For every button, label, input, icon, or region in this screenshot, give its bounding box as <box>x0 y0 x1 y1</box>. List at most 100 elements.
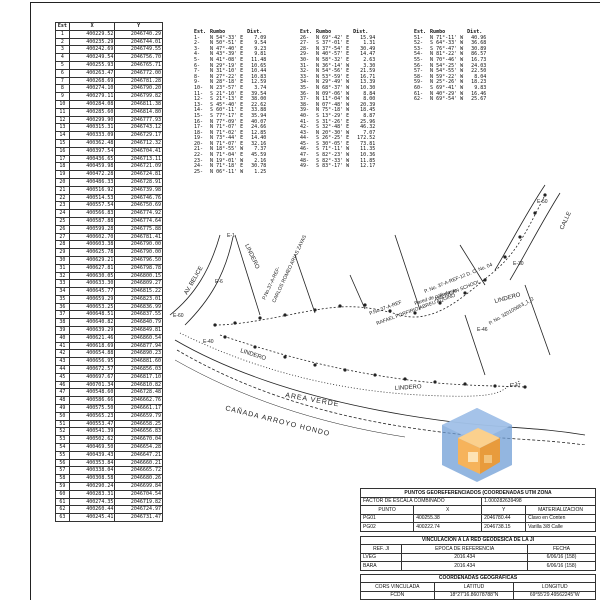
coord-y-cell: 2046740.29 <box>114 29 163 39</box>
coord-x-cell: 400486.33 <box>68 177 116 187</box>
coord-est-cell: 6 <box>55 68 70 78</box>
label-e1: E-1 <box>227 233 235 239</box>
coord-est-cell: 29 <box>55 248 70 257</box>
label-e60: E-60 <box>173 313 184 319</box>
coord-x-cell: 400603.38 <box>68 240 116 250</box>
bearing-est-cell: 54- <box>414 51 424 58</box>
bearing-rumbo-cell: N 47°-40' E <box>210 45 244 52</box>
boundary-point <box>343 368 347 372</box>
coord-y-cell: 2046790.00 <box>114 240 163 250</box>
boundary-point <box>463 291 467 295</box>
coord-x-cell: 400274.35 <box>68 497 116 507</box>
coord-y-cell: 2046814.80 <box>114 107 163 117</box>
coord-y-cell: 2046670.04 <box>114 435 163 445</box>
bearing-dist-cell: 11.48 <box>251 56 267 63</box>
bearing-dist-cell: 13.39 <box>360 79 376 86</box>
label-av-belice: AV. BELICE <box>184 266 205 296</box>
bearing-est-cell: 60- <box>414 84 424 91</box>
lot-line-3 <box>349 274 366 310</box>
coord-est-cell: 59 <box>55 482 70 491</box>
coord-x-cell: 400621.46 <box>68 333 116 343</box>
coord-x-cell: 400565.23 <box>68 411 116 421</box>
coord-est-cell: 17 <box>55 154 70 164</box>
bearing-est-cell: 44- <box>300 135 310 142</box>
bearing-rumbo-cell: N 40°-29' W <box>430 90 464 97</box>
coord-est-cell: 49 <box>55 404 70 413</box>
bearing-est-cell: 26- <box>300 34 310 41</box>
georef-row-mat: Varilla 3/8 Calle <box>525 522 596 532</box>
vinculacion-table: VINCULACION A LA RED GEODESICA DE LA JI … <box>359 535 597 571</box>
boundary-point <box>233 321 237 325</box>
factor-value: 1.000282639498 <box>481 496 596 506</box>
bearing-rumbo-cell: N 50°-51' E <box>210 40 244 47</box>
coord-y-cell: 2046781.41 <box>114 232 163 242</box>
label-calle: CALLE <box>559 211 572 231</box>
coord-est-cell: 27 <box>55 232 70 242</box>
site-plan-map: AV. BELICE CAÑADA ARROYO HONDO AREA VERD… <box>169 184 586 445</box>
coord-est-cell: 37 <box>55 310 70 320</box>
label-e46: E-46 <box>477 327 488 333</box>
coord-x-cell: 400602.70 <box>68 232 116 242</box>
georef-row-mat: Clavo en Conten <box>525 513 596 523</box>
boundary-point <box>313 308 317 312</box>
coord-y-cell: 2046699.84 <box>114 482 163 491</box>
right-lot-line-2 <box>524 284 551 356</box>
coord-y-cell: 2046849.81 <box>114 326 163 335</box>
coord-est-cell: 4 <box>55 53 70 62</box>
bearing-rumbo-cell: S 82°-33' W <box>316 157 350 164</box>
bearing-dist-cell: 20.39 <box>360 101 376 108</box>
bearing-rumbo-cell: N 29°-49' W <box>316 79 350 86</box>
bearing-dist-cell: 24.03 <box>471 62 487 69</box>
coord-x-cell: 400284.08 <box>68 99 116 109</box>
coord-y-cell: 2046774.64 <box>114 216 163 226</box>
bearing-est-cell: 40- <box>300 112 310 119</box>
bearing-header-dist: Dist. <box>247 29 263 35</box>
bearing-rumbo-cell: S 71°-11' W <box>316 146 350 153</box>
coord-y-cell: 2046799.82 <box>114 92 163 101</box>
bearing-dist-cell: 45.59 <box>251 152 267 159</box>
coord-est-cell: 3 <box>55 45 70 55</box>
coord-x-cell: 400290.24 <box>68 482 116 491</box>
coord-x-cell: 400656.95 <box>68 357 116 367</box>
bearing-header-dist: Dist. <box>467 29 483 35</box>
coord-y-cell: 2046877.94 <box>114 341 163 351</box>
bearing-est-cell: 36- <box>300 90 310 97</box>
coord-est-cell: 26 <box>55 224 70 234</box>
coord-est-cell: 61 <box>55 497 70 507</box>
bearing-rumbo-cell: N 59°-22' W <box>430 73 464 80</box>
coord-x-cell: 400541.39 <box>68 427 116 437</box>
bearing-dist-cell: 35.94 <box>251 112 267 119</box>
coord-est-cell: 22 <box>55 193 70 203</box>
bearing-dist-cell: 16.46 <box>471 90 487 97</box>
geo-row-lon: 69°55'29.49562245"W <box>513 590 596 600</box>
creek-line-2 <box>176 349 586 445</box>
coord-est-cell: 52 <box>55 427 70 437</box>
coord-x-cell: 400575.50 <box>68 404 116 413</box>
bearing-est-cell: 7- <box>194 68 201 75</box>
coord-x-cell: 400274.10 <box>68 84 116 94</box>
bearing-rumbo-cell: N 54°-56' E <box>316 68 350 75</box>
bearing-rumbo-cell: N 58°-32' E <box>316 56 350 63</box>
georef-table: PUNTOS GEOREFERENCIADOS (COORDENADAS UTM… <box>359 488 596 532</box>
bearing-rumbo-cell: N 71°-07' E <box>210 140 244 147</box>
geo-col-lat: LATITUD <box>433 582 515 592</box>
bearing-rumbo-cell: N 28°-18' E <box>210 79 244 86</box>
